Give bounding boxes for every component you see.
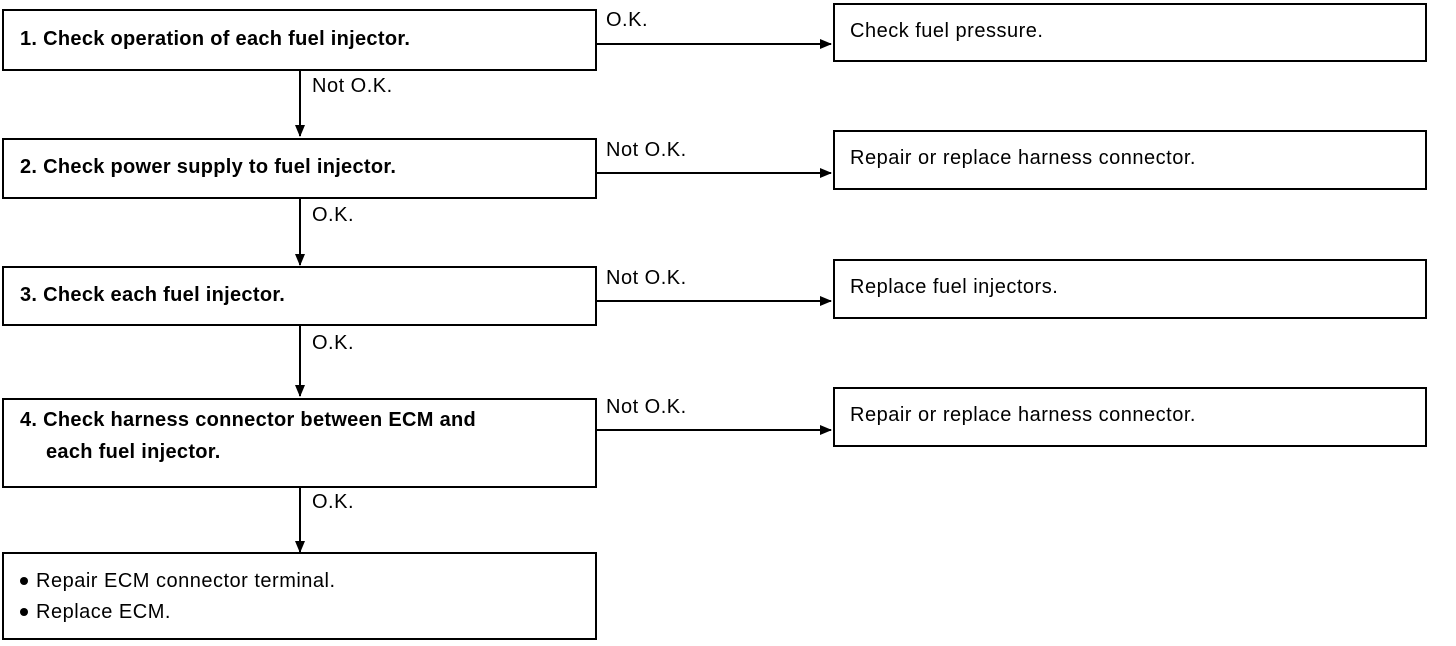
branch-label-2: Not O.K. — [606, 139, 687, 161]
down-label-2: O.K. — [312, 204, 355, 226]
result-1-label: Check fuel pressure. — [850, 20, 1044, 42]
final-action-1: Repair ECM connector terminal. — [20, 566, 336, 597]
result-3-label: Replace fuel injectors. — [850, 276, 1059, 298]
step-4-label-line-2: each fuel injector. — [46, 441, 221, 463]
step-1-label: 1. Check operation of each fuel injector… — [20, 28, 411, 50]
bullet-icon — [20, 607, 28, 616]
step-3-label: 3. Check each fuel injector. — [20, 284, 286, 306]
result-1-box — [833, 3, 1427, 62]
step-2-label: 2. Check power supply to fuel injector. — [20, 156, 397, 178]
final-action-2: Replace ECM. — [20, 597, 171, 628]
bullet-icon — [20, 576, 28, 585]
result-4-label: Repair or replace harness connector. — [850, 404, 1196, 426]
final-action-1-label: Repair ECM connector terminal. — [36, 570, 336, 592]
final-actions-box — [2, 552, 597, 640]
step-4-box — [2, 398, 597, 488]
step-2-box — [2, 138, 597, 199]
down-label-4: O.K. — [312, 491, 355, 513]
result-2-label: Repair or replace harness connector. — [850, 147, 1196, 169]
branch-label-3: Not O.K. — [606, 267, 687, 289]
step-3-box — [2, 266, 597, 326]
branch-label-1: O.K. — [606, 9, 649, 31]
branch-label-4: Not O.K. — [606, 396, 687, 418]
result-4-box — [833, 387, 1427, 447]
final-action-2-label: Replace ECM. — [36, 601, 171, 623]
down-label-1: Not O.K. — [312, 75, 393, 97]
result-3-box — [833, 259, 1427, 319]
down-label-3: O.K. — [312, 332, 355, 354]
step-4-label-line-1: 4. Check harness connector between ECM a… — [20, 409, 477, 431]
result-2-box — [833, 130, 1427, 190]
step-1-box — [2, 9, 597, 71]
